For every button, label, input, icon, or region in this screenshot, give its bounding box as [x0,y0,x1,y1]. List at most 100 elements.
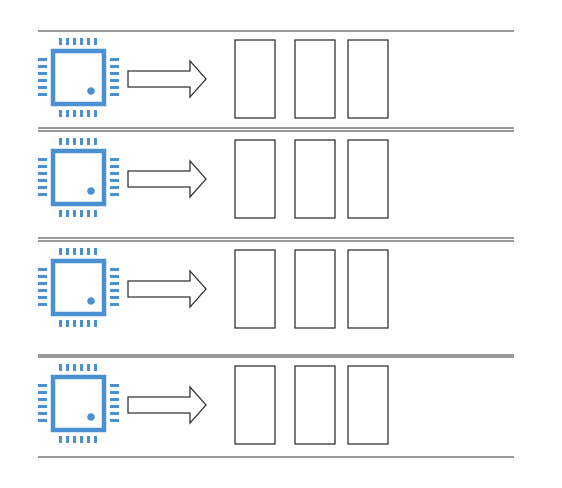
cpu-chip-icon [38,364,119,443]
chip-pin [80,210,83,217]
chip-pin [110,58,119,61]
chip-pin [66,210,69,217]
slot-box [294,365,336,445]
diagram-row [38,138,389,219]
chip-pin [110,275,119,278]
chip-pin [38,79,47,82]
row-group [38,38,389,445]
chip-pin [80,248,83,255]
chip-pin [59,110,62,117]
chip-pin [38,172,47,175]
diagram-row [38,364,389,445]
chip-pin [87,248,90,255]
slot-box [234,39,276,119]
chip-pin [80,38,83,45]
chip-pin [73,320,76,327]
slot-box [294,39,336,119]
diagram-row [38,248,389,329]
chip-pin [110,268,119,271]
cpu-chip-icon [38,38,119,117]
chip-pin [38,289,47,292]
chip-pin [110,296,119,299]
chip-pin [80,138,83,145]
chip-pin [73,436,76,443]
chip-pin [38,165,47,168]
chip-pin [59,248,62,255]
chip-pin [66,248,69,255]
chip-pin [73,138,76,145]
chip-pin [110,412,119,415]
chip-pin [38,268,47,271]
chip-pin [87,364,90,371]
chip-pin [38,405,47,408]
chip-pin [94,110,97,117]
chip-pin [59,210,62,217]
chip-pin [110,72,119,75]
chip-pin [38,275,47,278]
chip-pin [110,86,119,89]
chip-dot [87,413,95,421]
slot-box [347,139,389,219]
chip-pin [110,186,119,189]
chip-pin [38,282,47,285]
chip-body [50,48,107,107]
chip-pin [59,364,62,371]
chip-pin [94,320,97,327]
chip-pin [80,364,83,371]
chip-pin [80,436,83,443]
chip-pin [94,38,97,45]
chip-pin [38,398,47,401]
chip-body [50,374,107,433]
slot-box [294,139,336,219]
diagram-row [38,38,389,119]
chip-pin [66,110,69,117]
chip-pin [94,248,97,255]
chip-pin [87,210,90,217]
chip-pin [73,38,76,45]
chip-dot [87,87,95,95]
chip-pin [66,364,69,371]
chip-pin [38,391,47,394]
chip-pin [110,282,119,285]
hollow-arrow-right-icon [127,59,207,99]
hollow-arrow-right-icon [127,269,207,309]
slot-box [234,249,276,329]
slot-box [234,365,276,445]
chip-pin [110,384,119,387]
chip-pin [87,110,90,117]
chip-pin [110,289,119,292]
chip-body [50,258,107,317]
chip-pin [87,320,90,327]
chip-pin [110,93,119,96]
chip-pin [110,419,119,422]
chip-pin [38,419,47,422]
chip-pin [59,436,62,443]
chip-pin [59,38,62,45]
chip-pin [110,398,119,401]
chip-pin [73,248,76,255]
chip-body [50,148,107,207]
chip-pin [110,165,119,168]
chip-pin [38,93,47,96]
chip-pin [38,86,47,89]
chip-pin [110,303,119,306]
chip-pin [110,172,119,175]
chip-pin [59,138,62,145]
chip-pin [87,138,90,145]
chip-dot [87,187,95,195]
cpu-chip-icon [38,248,119,327]
chip-pin [110,405,119,408]
chip-pin [38,412,47,415]
chip-pin [73,210,76,217]
slot-box [234,139,276,219]
chip-pin [87,38,90,45]
hollow-arrow-right-icon [127,159,207,199]
cpu-chip-icon [38,138,119,217]
chip-pin [38,58,47,61]
row-separators [38,30,514,458]
chip-pin [94,138,97,145]
slot-box [347,249,389,329]
chip-pin [38,158,47,161]
slot-box [347,39,389,119]
